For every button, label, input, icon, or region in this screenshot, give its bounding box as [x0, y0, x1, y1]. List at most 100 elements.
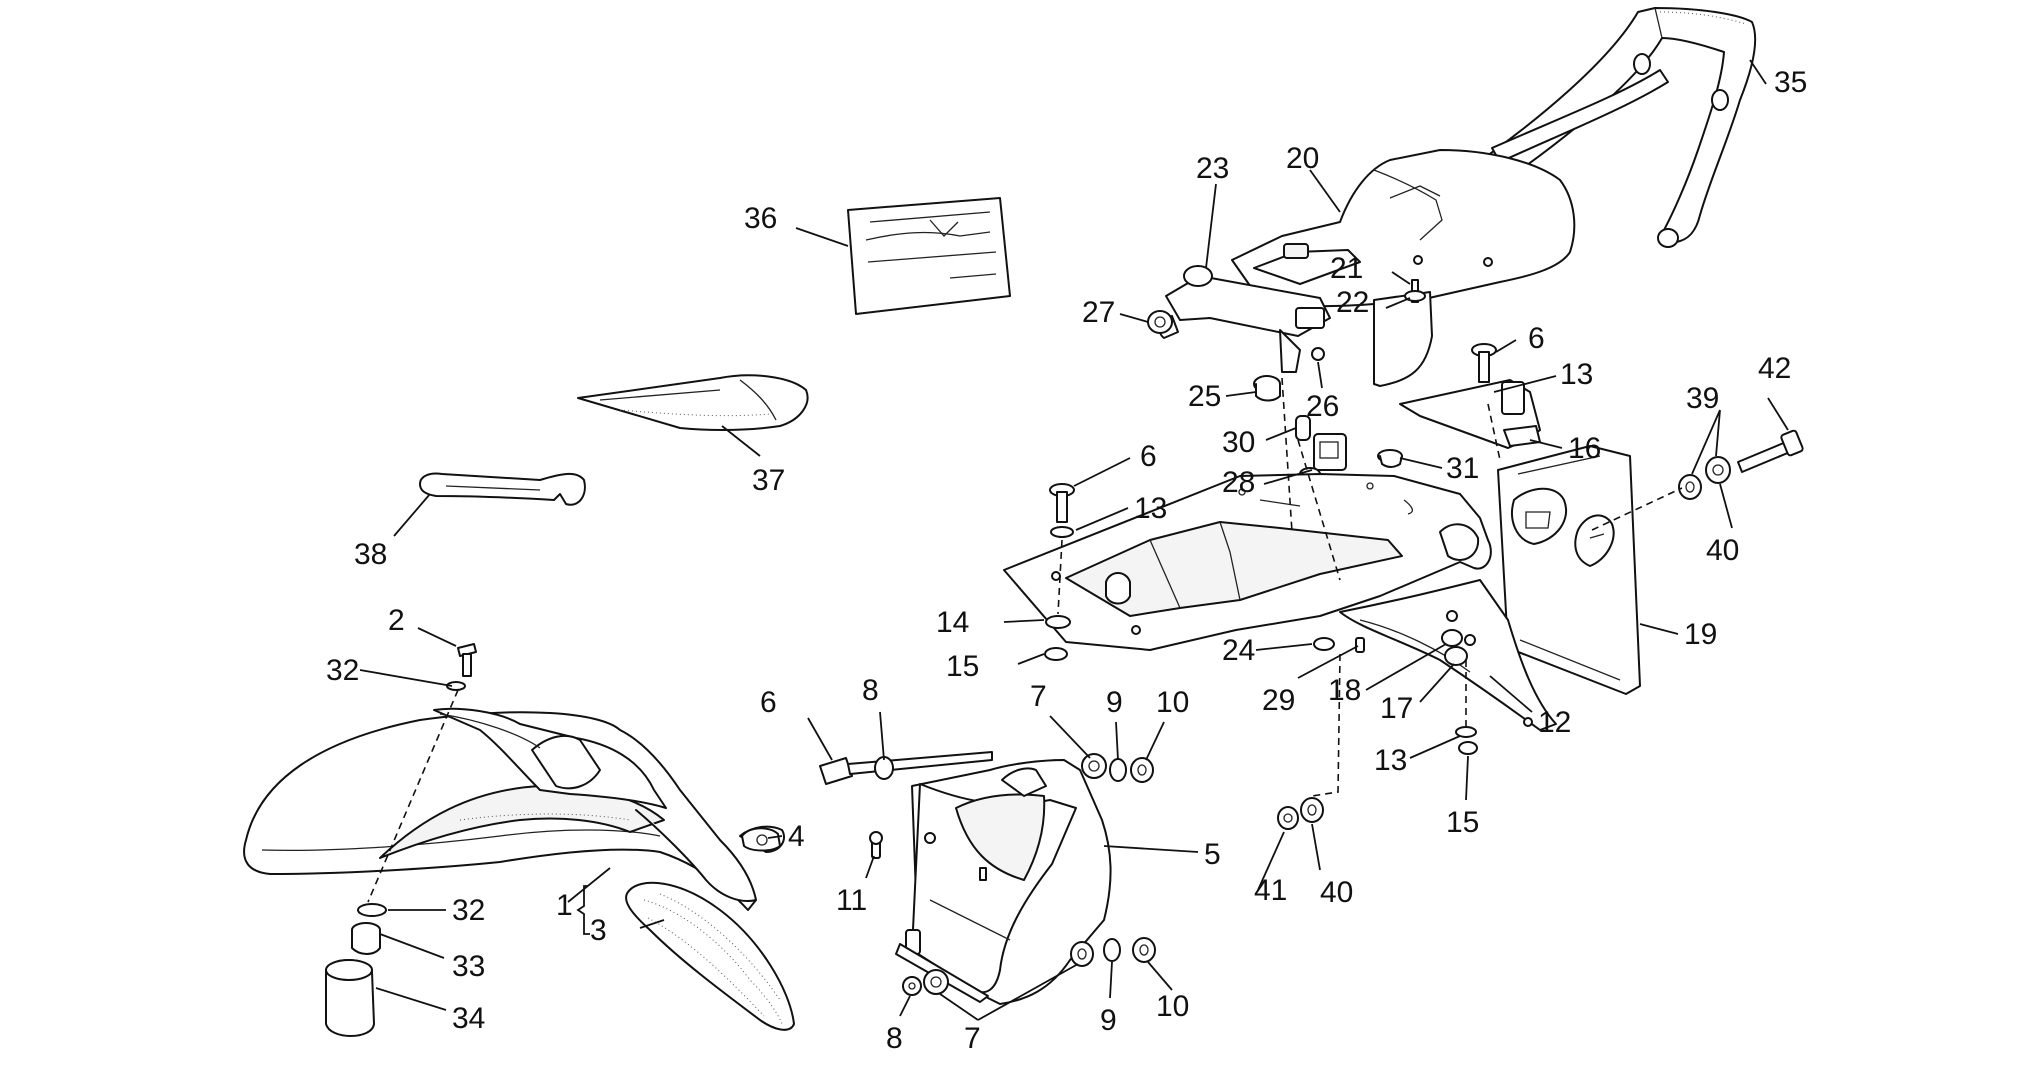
callout-6-left: 6: [760, 686, 777, 719]
callout-23: 23: [1196, 152, 1229, 185]
grommet-7-top: [1081, 753, 1107, 779]
callout-28: 28: [1222, 466, 1255, 499]
callout-22: 22: [1336, 286, 1369, 319]
callout-41: 41: [1254, 874, 1287, 907]
tool-bag: [577, 374, 809, 431]
callout-29: 29: [1262, 684, 1295, 717]
callout-13-right: 13: [1560, 358, 1593, 391]
callout-4: 4: [788, 820, 805, 853]
fastener-25: [1253, 375, 1281, 402]
washer-14: [1045, 615, 1071, 629]
callout-19: 19: [1684, 618, 1717, 651]
callout-13-mid: 13: [1134, 492, 1167, 525]
spacer-33: [351, 922, 381, 955]
callout-37: 37: [752, 464, 785, 497]
washer-8-bottom: [902, 976, 922, 996]
callout-42: 42: [1758, 352, 1791, 385]
callout-32-low: 32: [452, 894, 485, 927]
callout-2: 2: [388, 604, 405, 637]
callout-15-mid: 15: [946, 650, 979, 683]
nut-10-top: [1130, 757, 1154, 783]
callout-34: 34: [452, 1002, 485, 1035]
hook-spanner: [419, 472, 586, 506]
callout-31: 31: [1446, 452, 1479, 485]
screw-11: [869, 831, 883, 859]
fastener-18: [1441, 629, 1463, 647]
callout-30: 30: [1222, 426, 1255, 459]
callout-11: 11: [836, 884, 867, 917]
callout-5: 5: [1204, 838, 1221, 871]
callout-6-right: 6: [1528, 322, 1545, 355]
fastener-24: [1313, 637, 1335, 651]
mudflap-housing: [895, 759, 1112, 1005]
nut-15-mid: [1044, 647, 1068, 661]
bolt-6-mid: [1049, 483, 1075, 523]
rear-undertray: [1003, 473, 1557, 731]
tail-cover: [1231, 149, 1576, 387]
callout-18: 18: [1328, 674, 1361, 707]
washer-9-top: [1109, 758, 1127, 782]
washer-8-top: [874, 756, 894, 780]
nut-10-bottom: [1132, 937, 1156, 963]
washer-13-low: [1455, 726, 1477, 738]
callout-3: 3: [590, 914, 607, 947]
callout-21: 21: [1330, 252, 1363, 285]
nut-15-low: [1458, 741, 1478, 755]
callout-6-mid: 6: [1140, 440, 1157, 473]
callout-14: 14: [936, 606, 969, 639]
grommet-31: [1377, 449, 1403, 468]
callout-7-top: 7: [1030, 680, 1047, 713]
callout-26: 26: [1306, 390, 1339, 423]
callout-33: 33: [452, 950, 485, 983]
callout-10-bottom: 10: [1156, 990, 1189, 1023]
callout-38: 38: [354, 538, 387, 571]
callout-labels: 1 2 3 4 5 6 6 6 7 7 8 8 9 9 10 10 11 12 …: [326, 66, 1807, 1055]
callout-13-low: 13: [1374, 744, 1407, 777]
callout-40-right: 40: [1706, 534, 1739, 567]
nut-41: [1277, 806, 1299, 830]
callout-40-low: 40: [1320, 876, 1353, 909]
washer-40-low: [1300, 797, 1324, 823]
callout-36: 36: [744, 202, 777, 235]
washer-40-right: [1705, 456, 1731, 484]
fastener-17: [1444, 646, 1468, 666]
callout-39: 39: [1686, 382, 1719, 415]
callout-20: 20: [1286, 142, 1319, 175]
washer-32-low: [357, 903, 387, 917]
grab-rail: [1459, 7, 1757, 248]
connector-4: [741, 827, 781, 852]
callout-35: 35: [1774, 66, 1807, 99]
plate-bracket: [1399, 379, 1541, 449]
washer-39: [1678, 474, 1702, 500]
reflector: [625, 881, 795, 1031]
callout-8-top: 8: [862, 674, 879, 707]
leader-lines: [359, 59, 1789, 1021]
callout-10-top: 10: [1156, 686, 1189, 719]
callout-9-top: 9: [1106, 686, 1123, 719]
callout-27: 27: [1082, 296, 1115, 329]
washer-9-bottom: [1103, 938, 1121, 962]
grommet-7-bottom-left: [923, 969, 949, 995]
callout-12: 12: [1538, 706, 1571, 739]
callout-25: 25: [1188, 380, 1221, 413]
callout-17: 17: [1380, 692, 1413, 725]
callout-1: 1: [556, 889, 573, 922]
callout-8-bottom: 8: [886, 1022, 903, 1055]
washer-13-mid: [1050, 526, 1074, 538]
fastener-27: [1147, 310, 1173, 334]
bolt-2: [457, 643, 477, 677]
bolt-6-right: [1471, 343, 1497, 383]
callout-16: 16: [1568, 432, 1601, 465]
callout-9-bottom: 9: [1100, 1004, 1117, 1037]
bolt-42: [1737, 429, 1804, 473]
callout-32-top: 32: [326, 654, 359, 687]
assembly-lines: [367, 377, 1683, 903]
rear-fender: [243, 707, 785, 911]
rubber-34: [325, 959, 375, 1037]
fastener-29: [1355, 637, 1365, 653]
callout-7-bottom: 7: [964, 1022, 981, 1055]
callout-15-low: 15: [1446, 806, 1479, 839]
grommet-7-bottom-right: [1070, 941, 1094, 967]
callout-24: 24: [1222, 634, 1255, 667]
